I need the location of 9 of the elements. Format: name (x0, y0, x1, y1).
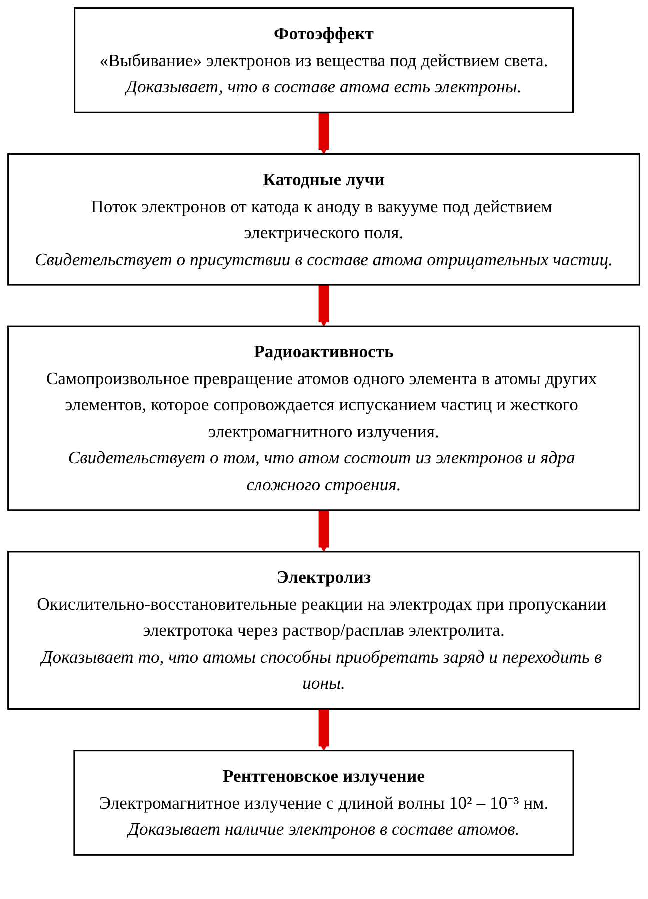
node-box: Катодные лучи Поток электронов от катода к аноду в вакууме под действием электрического поля. Свидетельствует о присутствии в составе атома отрицательных частиц. (8, 153, 640, 286)
arrow (318, 510, 330, 552)
arrow (318, 709, 330, 752)
arrow (318, 285, 330, 327)
node-box: Фотоэффект «Выбивание» электронов из вещества под действием света. Доказывает, что в составе атома есть электроны. (74, 8, 574, 114)
node-box: Радиоактивность Самопроизвольное превращение атомов одного элемента в атомы других элементов, которое сопровождается испусканием частиц и жесткого электромагнитного излучения. Свидетельствует о том, что атом состоит из электронов и ядра сложного строения. (8, 326, 640, 512)
arrow (318, 112, 330, 155)
node-box: Электролиз Окислительно-восстановительные реакции на электродах при пропускании электротока через раствор/расплав электролита. Доказывает то, что атомы способны приобретать заряд и переходить в ионы. (8, 551, 640, 710)
node-box: Рентгеновское излучение Электромагнитное излучение с длиной волны 10² – 10⁻³ нм. Доказывает наличие электронов в составе атомов. (74, 750, 574, 856)
